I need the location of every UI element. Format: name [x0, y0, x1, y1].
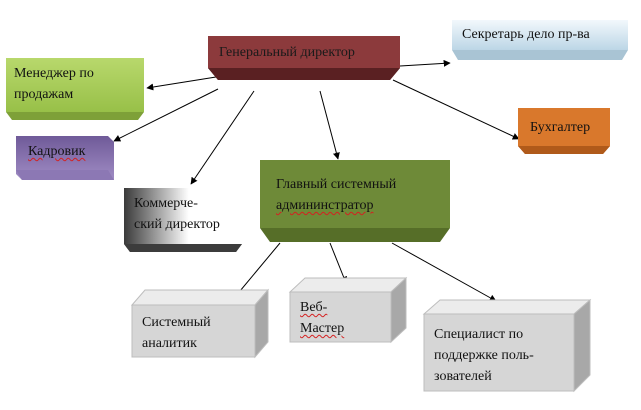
web-master-label-line2: Мастер	[300, 321, 345, 336]
support-specialist-label-line3: зователей	[434, 369, 492, 384]
node-commercial-director	[124, 188, 242, 252]
node-accountant	[518, 108, 610, 154]
node-support-specialist	[422, 298, 592, 393]
system-analyst-label-line2: аналитик	[142, 336, 197, 351]
commercial-director-label-line2: ский директор	[134, 217, 220, 232]
accountant-label: Бухгалтер	[530, 120, 591, 135]
secretary-label: Секретарь дело пр-ва	[462, 27, 590, 42]
hr-label: Кадровик	[28, 144, 86, 159]
chief-sysadmin-label-line1: Главный системный	[276, 177, 397, 192]
arrow-ceo-to-chief-sysadmin	[319, 90, 340, 160]
commercial-director-label-line1: Коммерче-	[134, 196, 198, 211]
connectors	[113, 59, 520, 302]
support-specialist-label-line1: Специалист по	[434, 327, 524, 342]
chief-sysadmin-label-line2: админинстратор	[276, 198, 374, 213]
node-ceo	[208, 36, 400, 80]
arrow-ceo-to-secretary	[399, 59, 451, 67]
arrow-ceo-to-commercial-director	[190, 90, 255, 185]
node-hr	[16, 136, 114, 180]
node-sales-manager	[6, 58, 144, 120]
node-secretary	[452, 20, 628, 60]
system-analyst-label-line1: Системный	[142, 315, 211, 330]
arrow-sysadmin-to-analyst	[234, 242, 281, 298]
node-system-analyst	[130, 288, 270, 359]
node-web-master	[288, 276, 408, 344]
ceo-label: Генеральный директор	[219, 45, 355, 60]
web-master-label-line1: Веб-	[300, 300, 328, 315]
arrow-ceo-to-hr	[113, 88, 219, 142]
node-chief-sysadmin	[260, 160, 450, 242]
arrow-sysadmin-to-support	[391, 242, 497, 302]
arrow-ceo-to-sales-manager	[146, 76, 217, 91]
sales-manager-label-line1: Менеджер по	[14, 66, 94, 81]
arrow-sysadmin-to-webmaster	[329, 242, 347, 284]
arrow-ceo-to-accountant	[392, 79, 520, 140]
sales-manager-label-line2: продажам	[14, 87, 74, 102]
support-specialist-label-line2: поддержке поль-	[434, 348, 534, 363]
